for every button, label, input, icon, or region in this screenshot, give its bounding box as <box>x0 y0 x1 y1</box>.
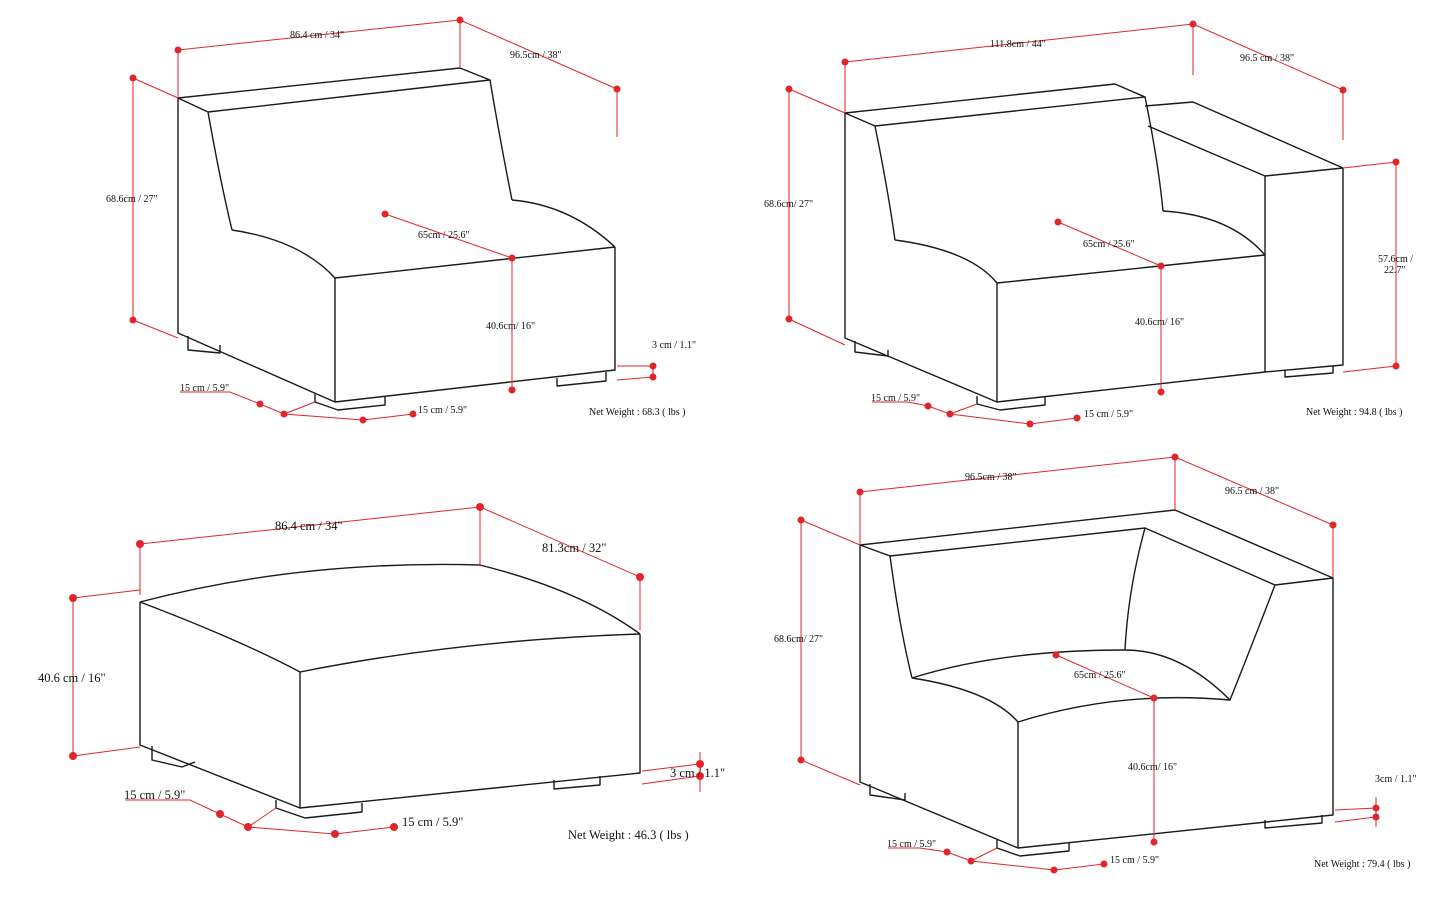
corner-chair-drawing <box>859 509 1334 857</box>
ottoman-dimensions: 86.4 cm / 34" 81.3cm / 32" 40.6 cm / 16"… <box>38 503 725 842</box>
armless-chair-dimensions: 86.4 cm / 34" 96.5cm / 38" 68.6cm / 27" … <box>106 16 696 424</box>
leg-front-label: 15 cm / 5.9" <box>418 405 467 416</box>
seat-height-label: 40.6cm/ 16" <box>1135 317 1184 328</box>
height-label: 68.6cm/ 27" <box>774 634 823 645</box>
depth-label: 96.5 cm / 38" <box>1240 53 1294 64</box>
seat-height-label: 40.6cm/ 16" <box>486 321 535 332</box>
net-weight-label: Net Weight : 46.3 ( lbs ) <box>568 828 689 842</box>
ottoman-drawing <box>139 563 641 819</box>
depth-label: 96.5cm / 38" <box>510 50 562 61</box>
leg-height-label: 3 cm / 1.1" <box>652 340 696 351</box>
leg-height-label: 3cm / 1.1" <box>1375 774 1417 785</box>
width-label: 86.4 cm / 34" <box>290 30 344 41</box>
seat-depth-label: 65cm / 25.6" <box>1074 670 1126 681</box>
leg-front-label: 15 cm / 5.9" <box>1110 855 1159 866</box>
width-label: 111.8cm / 44" <box>990 39 1046 50</box>
height-label: 40.6 cm / 16" <box>38 671 106 685</box>
arm-chair-dimensions: 111.8cm / 44" 96.5 cm / 38" 68.6cm/ 27" … <box>764 20 1413 428</box>
leg-front-label: 15 cm / 5.9" <box>402 815 463 829</box>
arm-height-label-inches: 22.7" <box>1384 265 1406 276</box>
armless-chair-drawing <box>177 67 616 411</box>
seat-height-label: 40.6cm/ 16" <box>1128 762 1177 773</box>
arm-chair-drawing <box>844 83 1344 411</box>
leg-side-label: 15 cm / 5.9" <box>124 788 185 802</box>
leg-side-label: 15 cm / 5.9" <box>887 839 936 850</box>
net-weight-label: Net Weight : 68.3 ( lbs ) <box>589 407 686 418</box>
width-label: 86.4 cm / 34" <box>275 519 343 533</box>
leg-height-label: 3 cm / 1.1" <box>670 766 725 780</box>
net-weight-label: Net Weight : 79.4 ( lbs ) <box>1314 859 1411 870</box>
leg-side-label: 15 cm / 5.9" <box>871 393 920 404</box>
height-label: 68.6cm / 27" <box>106 194 158 205</box>
depth-label: 96.5 cm / 38" <box>1225 486 1279 497</box>
seat-depth-label: 65cm / 25.6" <box>1083 239 1135 250</box>
arm-height-label: 57.6cm / <box>1378 254 1413 265</box>
seat-depth-label: 65cm / 25.6" <box>418 230 470 241</box>
net-weight-label: Net Weight : 94.8 ( lbs ) <box>1306 407 1403 418</box>
depth-label: 81.3cm / 32" <box>542 541 606 555</box>
corner-chair-dimensions: 96.5cm / 38" 96.5 cm / 38" 68.6cm/ 27" 6… <box>774 453 1417 874</box>
height-label: 68.6cm/ 27" <box>764 199 813 210</box>
leg-side-label: 15 cm / 5.9" <box>180 383 229 394</box>
leg-front-label: 15 cm / 5.9" <box>1084 409 1133 420</box>
width-label: 96.5cm / 38" <box>965 472 1017 483</box>
